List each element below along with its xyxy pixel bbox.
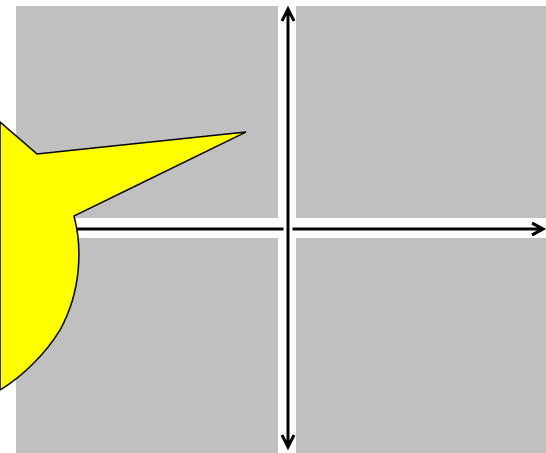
quadrant-top-right bbox=[296, 6, 546, 218]
quadrant-bottom-right bbox=[296, 238, 546, 453]
